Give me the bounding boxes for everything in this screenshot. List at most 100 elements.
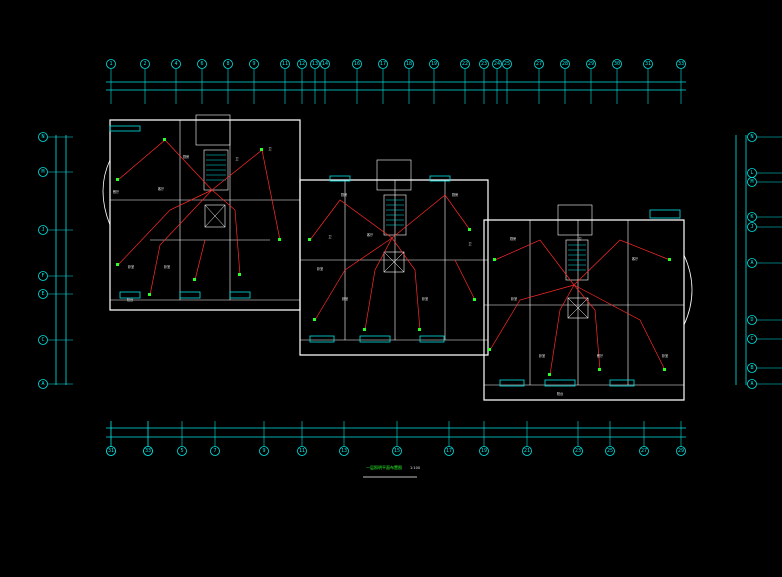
bottom-axis-label: 21 — [524, 448, 530, 454]
lighting-wiring — [117, 139, 671, 376]
bottom-axis-bubble — [143, 446, 153, 456]
bottom-axis-label: 13 — [341, 448, 347, 454]
room-labels-group: 餐厅客厅卧室卧室厨房卫卫阳台客厅卧室卧室卧室厨房厨房卫卫客厅卧室卧室餐厅厨房卫阳… — [113, 147, 668, 396]
bottom-axis-bubble — [639, 446, 649, 456]
left-axis-label: C — [41, 337, 44, 343]
top-axis-bubble — [140, 59, 150, 69]
right-axis-bubble — [747, 177, 757, 187]
drawing-scale: 1:100 — [410, 466, 420, 470]
right-axis-bubble — [747, 334, 757, 344]
top-axis-label: 12 — [299, 61, 305, 67]
bottom-axis-label: 25 — [607, 448, 613, 454]
top-axis-bubble — [320, 59, 330, 69]
left-axis-bubble — [38, 225, 48, 235]
left-axis-label: M — [41, 169, 44, 175]
top-axis-bubble — [310, 59, 320, 69]
bottom-axis-label: 9 — [262, 448, 265, 454]
right-wing-walls — [483, 204, 693, 401]
bottom-axis-label: 31 — [108, 448, 114, 454]
top-axis-bubble — [676, 59, 686, 69]
top-axis-bubble — [460, 59, 470, 69]
top-axis-label: 2 — [143, 61, 146, 67]
top-axis-label: 14 — [322, 61, 328, 67]
top-axis-bubble — [429, 59, 439, 69]
top-axis-label: 8 — [226, 61, 229, 67]
top-axis-bubble — [534, 59, 544, 69]
left-axis-bubble — [38, 167, 48, 177]
top-axis-label: 9 — [252, 61, 255, 67]
bottom-axis-label: 11 — [299, 448, 305, 454]
bottom-axis-bubble — [605, 446, 615, 456]
top-axis-bubble — [479, 59, 489, 69]
top-axis-bubble — [352, 59, 362, 69]
left-axis-bubble — [38, 379, 48, 389]
left-axis-bubble — [38, 335, 48, 345]
room-label: 卧室 — [164, 264, 170, 269]
left-axis-bubble — [38, 271, 48, 281]
room-label: 厨房 — [452, 192, 458, 197]
right-axis-label: D — [750, 317, 753, 323]
room-label: 厨房 — [510, 236, 516, 241]
middle-wing-walls — [299, 159, 489, 356]
left-axis-label: E — [41, 291, 44, 297]
room-label: 卧室 — [539, 353, 545, 358]
top-axis-bubble — [197, 59, 207, 69]
top-axis-label: 4 — [174, 61, 177, 67]
top-axis-bubble — [560, 59, 570, 69]
top-axis-bubble — [643, 59, 653, 69]
right-axis-label: C — [750, 336, 753, 342]
room-label: 厨房 — [341, 192, 347, 197]
bottom-axis-bubble — [339, 446, 349, 456]
room-label: 卫 — [468, 242, 472, 246]
bottom-axis-bubble — [479, 446, 489, 456]
top-axis-label: 18 — [406, 61, 412, 67]
drawing-title-block: 一层照明平面布置图 1:100 — [363, 464, 420, 478]
right-axis-label: K — [750, 214, 753, 220]
bottom-axis-label: 7 — [213, 448, 216, 454]
room-label: 阳台 — [127, 297, 133, 302]
room-label: 卫 — [235, 157, 239, 161]
top-axis-label: 17 — [380, 61, 386, 67]
bottom-axis-bubble — [676, 446, 686, 456]
left-axis-label: A — [41, 381, 44, 387]
top-axis-label: 29 — [588, 61, 594, 67]
top-axis-label: 22 — [462, 61, 468, 67]
top-axis-bubble — [378, 59, 388, 69]
bottom-axis-bubble — [210, 446, 220, 456]
right-axis-bubble — [747, 363, 757, 373]
right-axis-label: N — [750, 134, 753, 140]
room-label: 厨房 — [183, 154, 189, 159]
top-axis-bubble — [280, 59, 290, 69]
room-label: 卧室 — [422, 296, 428, 301]
top-axis-label: 16 — [354, 61, 360, 67]
room-label: 阳台 — [557, 391, 563, 396]
bottom-axis-bubble — [522, 446, 532, 456]
right-axis-bubble — [747, 132, 757, 142]
room-label: 卧室 — [128, 264, 134, 269]
bottom-axis-bubble — [297, 446, 307, 456]
bottom-axis-label: 33 — [145, 448, 151, 454]
left-axis-bubble — [38, 289, 48, 299]
bottom-axis-bubble — [392, 446, 402, 456]
room-label: 客厅 — [632, 256, 639, 261]
balcony-windows — [109, 125, 681, 387]
room-label: 卫 — [578, 237, 582, 241]
left-axis-label: F — [41, 273, 44, 279]
right-axis-bubble — [747, 315, 757, 325]
bottom-axis-bubble — [177, 446, 187, 456]
top-axis-label: 13 — [312, 61, 318, 67]
bottom-axis-bubble — [444, 446, 454, 456]
top-axis-label: 1 — [109, 61, 112, 67]
room-label: 卧室 — [511, 296, 517, 301]
top-axis-label: 6 — [200, 61, 203, 67]
top-axis-label: 27 — [536, 61, 542, 67]
bottom-axis-label: 23 — [575, 448, 581, 454]
room-label: 客厅 — [367, 232, 374, 237]
right-axis-label: B — [750, 365, 753, 371]
dimension-chains — [55, 81, 747, 438]
room-label: 卧室 — [662, 353, 668, 358]
